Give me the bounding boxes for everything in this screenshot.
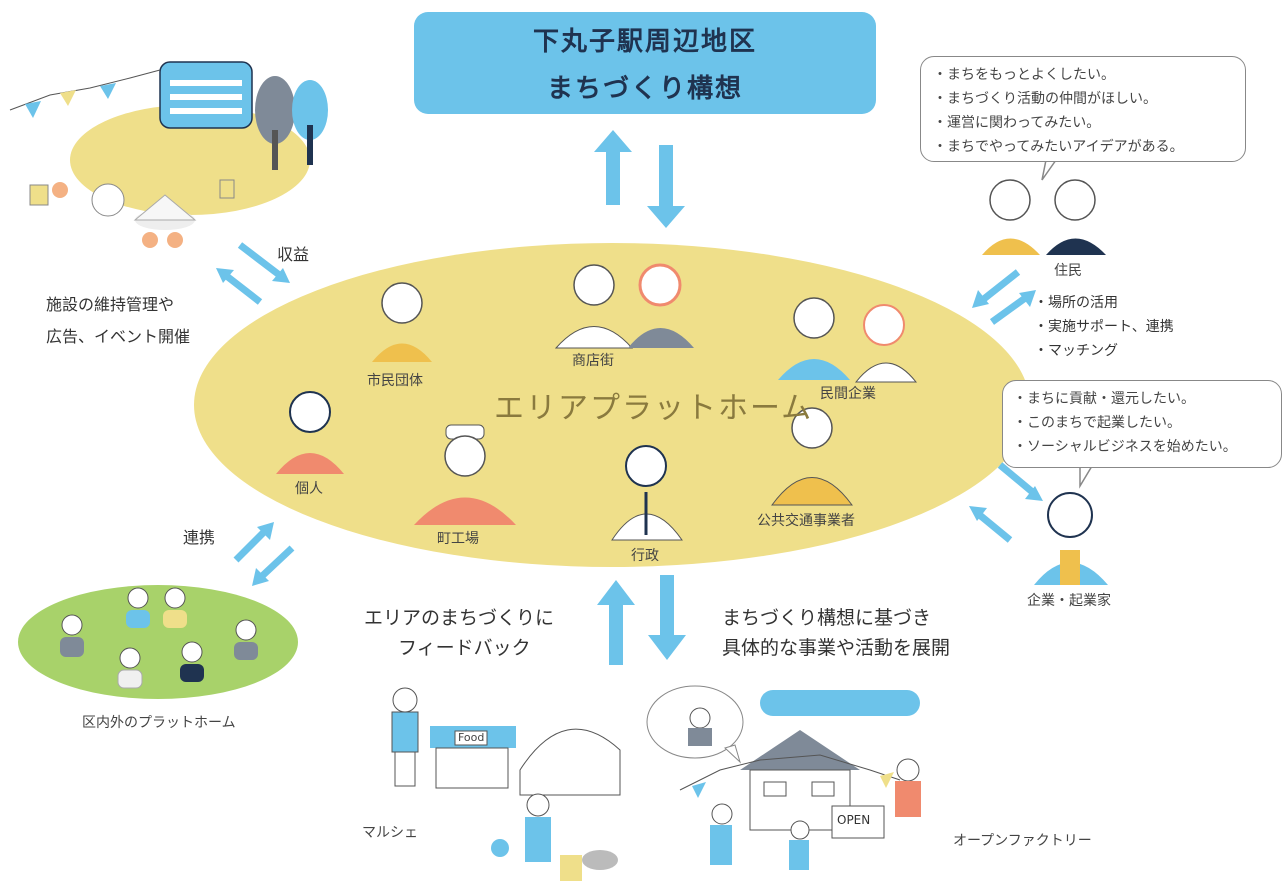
member-government <box>611 445 683 541</box>
member-individual <box>276 391 344 474</box>
label-maintenance-line2: 広告、イベント開催 <box>46 327 191 346</box>
entrepreneurs-bubble: ・まちに貢献・還元したい。 ・このまちで起業したい。 ・ソーシャルビジネスを始め… <box>1002 380 1282 468</box>
food-sign: Food <box>458 731 485 744</box>
open-factory-illustration <box>646 685 921 870</box>
double-arrow-residents <box>972 269 1036 325</box>
entrepreneurs-bubble-line: ・このまちで起業したい。 <box>1013 415 1181 431</box>
label-factory: 町工場 <box>437 531 479 547</box>
double-arrow-left-bottom <box>233 522 295 586</box>
develop-line1: まちづくり構想に基づき <box>722 607 932 629</box>
residents-bubble-line: ・まちをもっとよくしたい。 <box>933 67 1115 83</box>
marche-illustration <box>391 687 621 881</box>
label-public-transport: 公共交通事業者 <box>757 513 855 529</box>
feedback-line2: フィードバック <box>398 637 531 659</box>
title-box: 下丸子駅周辺地区 まちづくり構想 <box>414 12 876 114</box>
develop-line2: 具体的な事業や活動を展開 <box>722 637 951 659</box>
park-illustration <box>9 61 328 248</box>
member-civic-group <box>372 282 432 362</box>
residents-illustration <box>982 179 1106 255</box>
support-item: ・実施サポート、連携 <box>1034 319 1174 335</box>
residents-bubble-line: ・まちでやってみたいアイデアがある。 <box>933 139 1184 155</box>
bottom-arrows <box>597 575 686 665</box>
label-maintenance-line1: 施設の維持管理や <box>46 295 175 314</box>
label-external-platform: 区内外のプラットホーム <box>82 715 236 731</box>
entrepreneurs-bubble-line: ・まちに貢献・還元したい。 <box>1013 391 1195 407</box>
residents-bubble: ・まちをもっとよくしたい。 ・まちづくり活動の仲間がほしい。 ・運営に関わってみ… <box>920 56 1246 162</box>
label-shopping-street: 商店街 <box>572 353 614 369</box>
open-sign: OPEN <box>837 813 871 827</box>
residents-bubble-line: ・まちづくり活動の仲間がほしい。 <box>933 91 1157 107</box>
member-private-company <box>778 297 918 383</box>
bubble2-tail <box>1079 465 1094 489</box>
support-item: ・場所の活用 <box>1034 295 1118 311</box>
member-public-transport <box>771 407 853 506</box>
label-cooperation: 連携 <box>183 528 216 547</box>
label-individual: 個人 <box>295 481 323 497</box>
label-open-factory: オープンファクトリー <box>953 833 1092 849</box>
bubble1-tail <box>1041 159 1058 181</box>
label-civic-group: 市民団体 <box>367 373 423 389</box>
label-government: 行政 <box>631 548 659 564</box>
entrepreneur-illustration <box>1034 492 1108 585</box>
member-shopping-street <box>554 263 694 349</box>
double-arrow-entrepreneurs <box>969 462 1043 543</box>
label-private-company: 民間企業 <box>820 386 876 402</box>
external-people <box>60 587 258 689</box>
member-factory <box>414 424 516 525</box>
label-entrepreneurs: 企業・起業家 <box>1027 593 1111 609</box>
label-revenue: 収益 <box>277 245 310 264</box>
feedback-line1: エリアのまちづくりに <box>364 607 555 629</box>
label-residents: 住民 <box>1054 263 1082 279</box>
support-list: ・場所の活用 ・実施サポート、連携 ・マッチング <box>1034 291 1174 363</box>
entrepreneurs-bubble-line: ・ソーシャルビジネスを始めたい。 <box>1013 439 1237 455</box>
support-item: ・マッチング <box>1034 343 1118 359</box>
external-platform-ellipse <box>18 585 298 699</box>
title-arrows <box>594 130 685 228</box>
label-marche: マルシェ <box>362 825 418 841</box>
double-arrow-left-top <box>216 242 290 305</box>
title-line2: まちづくり構想 <box>546 74 743 104</box>
platform-label: エリアプラットホーム <box>494 391 814 426</box>
title-line1: 下丸子駅周辺地区 <box>532 27 757 57</box>
residents-bubble-line: ・運営に関わってみたい。 <box>933 115 1101 131</box>
